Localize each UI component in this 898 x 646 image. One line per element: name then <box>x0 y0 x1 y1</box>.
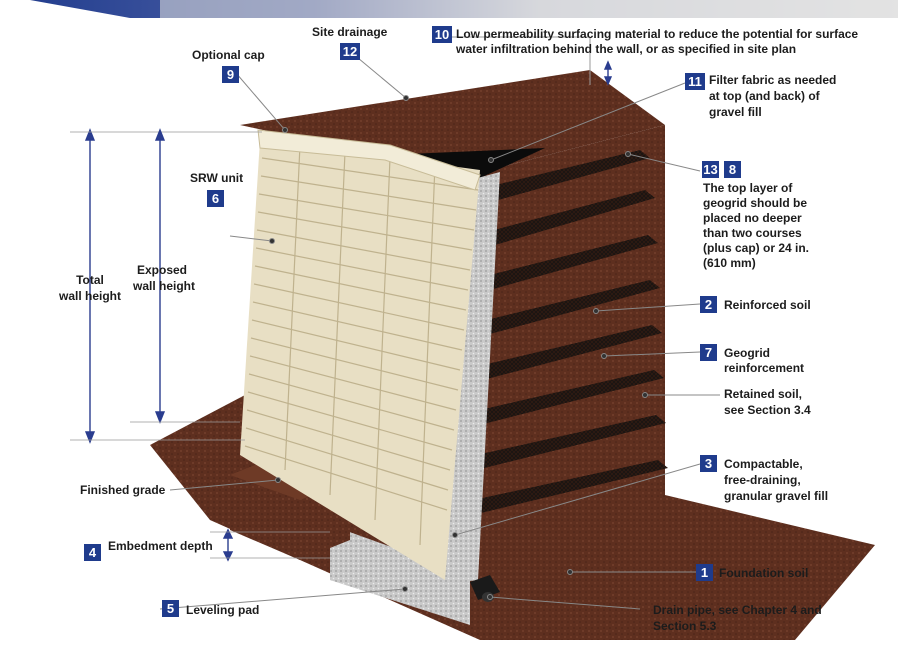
label-total-height-line2: wall height <box>58 289 121 303</box>
label-finished-grade: Finished grade <box>80 483 166 497</box>
gravel-fill <box>440 172 500 585</box>
leveling-pad-shape <box>330 525 470 625</box>
label-leveling-pad: Leveling pad <box>186 603 260 617</box>
leader-lines <box>159 36 720 610</box>
label-retained-soil-line2: see Section 3.4 <box>724 403 811 417</box>
wall-block-courses <box>244 144 479 546</box>
label-srw-unit: SRW unit <box>190 171 244 185</box>
srw-wall-face <box>240 140 480 580</box>
label-filter-fabric-line2: at top (and back) of <box>709 89 820 103</box>
surfacing-dimension <box>603 60 613 86</box>
note-line1: The top layer of <box>703 181 793 195</box>
badge-6: 6 <box>207 190 224 207</box>
badge-7: 7 <box>700 344 717 361</box>
note-line3: placed no deeper <box>703 211 802 225</box>
badge-13: 13 <box>702 161 719 178</box>
badge-2: 2 <box>700 296 717 313</box>
badge-3: 3 <box>700 455 717 472</box>
exposed-height-dimension <box>130 128 240 424</box>
label-embedment-depth: Embedment depth <box>108 539 213 553</box>
badge-4: 4 <box>84 544 101 561</box>
embedment-dimension <box>210 528 330 562</box>
label-exposed-height-line2: wall height <box>132 279 195 293</box>
label-geogrid-line1: Geogrid <box>724 346 771 360</box>
label-site-drainage: Site drainage <box>312 25 388 39</box>
note-line5: (plus cap) or 24 in. <box>703 241 810 255</box>
badge-12: 12 <box>340 43 360 60</box>
cap-units <box>257 129 481 191</box>
badge-1: 1 <box>696 564 713 581</box>
label-filter-fabric-line1: Filter fabric as needed <box>709 73 837 87</box>
label-optional-cap: Optional cap <box>192 48 265 62</box>
label-foundation-soil: Foundation soil <box>719 566 809 580</box>
label-surfacing-line2: water infiltration behind the wall, or a… <box>456 42 797 56</box>
label-retained-soil-line1: Retained soil, <box>724 387 803 401</box>
badge-5: 5 <box>162 600 179 617</box>
badge-11: 11 <box>685 73 705 90</box>
label-drain-pipe-line1: Drain pipe, see Chapter 4 and <box>653 603 822 617</box>
total-height-dimension <box>70 128 262 444</box>
badge-10: 10 <box>432 26 452 43</box>
label-geogrid-line2: reinforcement <box>724 361 805 375</box>
badge-8: 8 <box>724 161 741 178</box>
label-surfacing-line1: Low permeability surfacing material to r… <box>456 27 859 41</box>
label-total-height-line1: Total <box>76 273 104 287</box>
note-line6: (610 mm) <box>703 256 756 270</box>
header-band-right <box>160 0 898 18</box>
label-gravel-fill-line2: free-draining, <box>724 473 801 487</box>
geogrid-layers <box>450 150 668 520</box>
note-line2: geogrid should be <box>703 196 807 210</box>
label-gravel-fill-line3: granular gravel fill <box>724 489 829 503</box>
label-exposed-height-line1: Exposed <box>136 263 187 277</box>
label-filter-fabric-line3: gravel fill <box>709 105 762 119</box>
badge-9: 9 <box>222 66 239 83</box>
label-reinforced-soil: Reinforced soil <box>724 298 811 312</box>
surface-top <box>240 70 665 175</box>
note-line4: than two courses <box>703 226 802 240</box>
label-gravel-fill-line1: Compactable, <box>724 457 803 471</box>
label-drain-pipe-line2: Section 5.3 <box>653 619 717 633</box>
